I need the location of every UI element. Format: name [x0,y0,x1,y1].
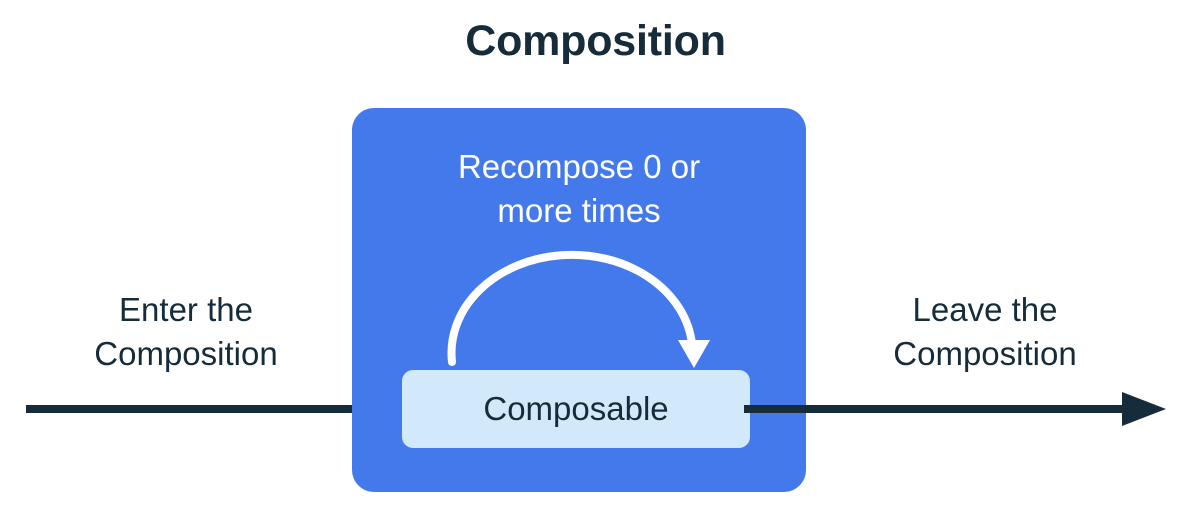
composable-label: Composable [483,389,669,427]
recompose-times-label: Recompose 0 or more times [457,148,701,229]
composable-node: Composable [402,370,750,448]
page-title: Composition [465,17,726,65]
leave-composition-label: Leave the Composition [893,291,1077,372]
recompose-loop-arrow-icon [447,250,710,368]
enter-composition-label: Enter the Composition [94,291,278,372]
leave-composition-arrow-icon [744,392,1166,426]
